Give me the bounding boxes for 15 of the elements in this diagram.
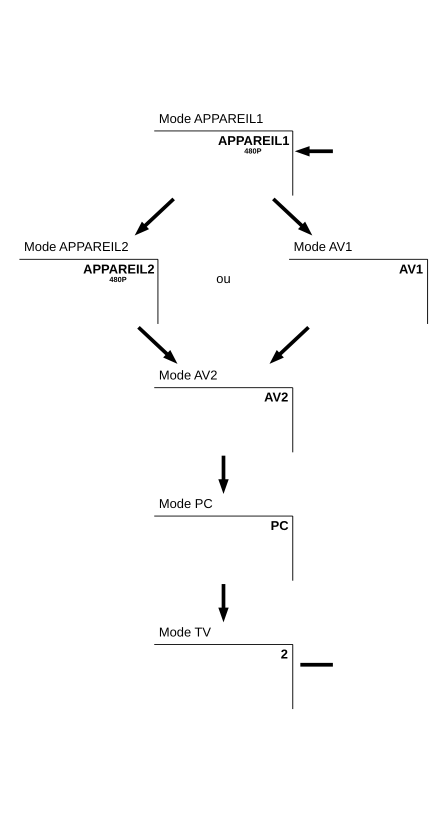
- node-text: Mode PC PC: [158, 496, 289, 534]
- node-text: Mode AV2 AV2: [158, 368, 288, 405]
- node-text: Mode TV 2: [158, 624, 288, 662]
- arrow: [270, 326, 310, 364]
- node-text: Mode AV1 AV1: [294, 239, 424, 276]
- node-text: Mode APPAREIL1 APPAREIL1 480P: [158, 110, 290, 156]
- arrow: [218, 584, 229, 622]
- arrow: [272, 198, 312, 236]
- arrow: [137, 326, 178, 364]
- connector: [300, 662, 333, 667]
- arrow: [294, 146, 333, 156]
- node-text: Mode APPAREIL2 APPAREIL2 480P: [24, 239, 155, 284]
- label: ou: [216, 271, 231, 286]
- arrow: [218, 456, 229, 494]
- arrow: [134, 198, 175, 236]
